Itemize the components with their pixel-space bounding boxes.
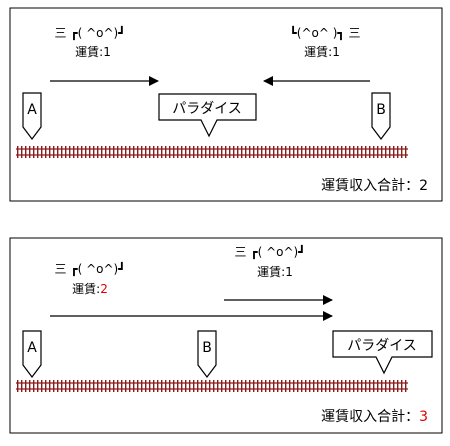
bottom-total-highlight: 3 <box>419 409 428 425</box>
bottom-left-traveler-face: 三 ┏( ^o^)┛ <box>55 261 126 277</box>
top-panel: 三 ┏( ^o^)┛ 運賃:1 ┗(^o^ )┓ 三 運賃:1 A パラダイス … <box>9 7 443 202</box>
top-station-a-marker <box>22 92 42 140</box>
top-fare-total: 運賃収入合計：2 <box>321 178 428 194</box>
bottom-left-fare-highlight: 2 <box>100 282 108 296</box>
bottom-station-b-marker <box>197 330 217 378</box>
bottom-railway-track <box>16 380 408 392</box>
bottom-station-a-label: A <box>27 340 37 356</box>
top-left-traveler-face: 三 ┏( ^o^)┛ <box>55 25 126 41</box>
top-railway-track <box>16 146 408 158</box>
bottom-station-a-marker <box>22 330 42 378</box>
bottom-railway-ties <box>16 380 408 392</box>
top-station-b-marker <box>371 92 391 140</box>
top-paradise-label: パラダイス <box>172 101 242 117</box>
bottom-upper-traveler-face: 三 ┏( ^o^)┛ <box>235 244 306 260</box>
top-station-a-label: A <box>27 102 37 118</box>
bottom-left-traveler-fare: 運賃:2 <box>72 281 108 296</box>
top-left-traveler-fare: 運賃:1 <box>75 44 111 59</box>
bottom-fare-total: 運賃収入合計：3 <box>321 409 428 425</box>
bottom-station-b-label: B <box>202 340 212 356</box>
bottom-upper-traveler-fare: 運賃:1 <box>257 264 293 279</box>
bottom-paradise-callout <box>332 330 433 375</box>
top-right-traveler-face: ┗(^o^ )┓ 三 <box>290 25 361 41</box>
bottom-paradise-label: パラダイス <box>347 338 417 354</box>
bottom-panel: 三 ┏( ^o^)┛ 運賃:1 三 ┏( ^o^)┛ 運賃:2 A B パラダイ… <box>9 237 443 434</box>
top-station-b-label: B <box>376 102 386 118</box>
top-paradise-callout <box>158 93 257 138</box>
top-right-traveler-fare: 運賃:1 <box>304 44 340 59</box>
top-railway-ties <box>16 146 408 158</box>
